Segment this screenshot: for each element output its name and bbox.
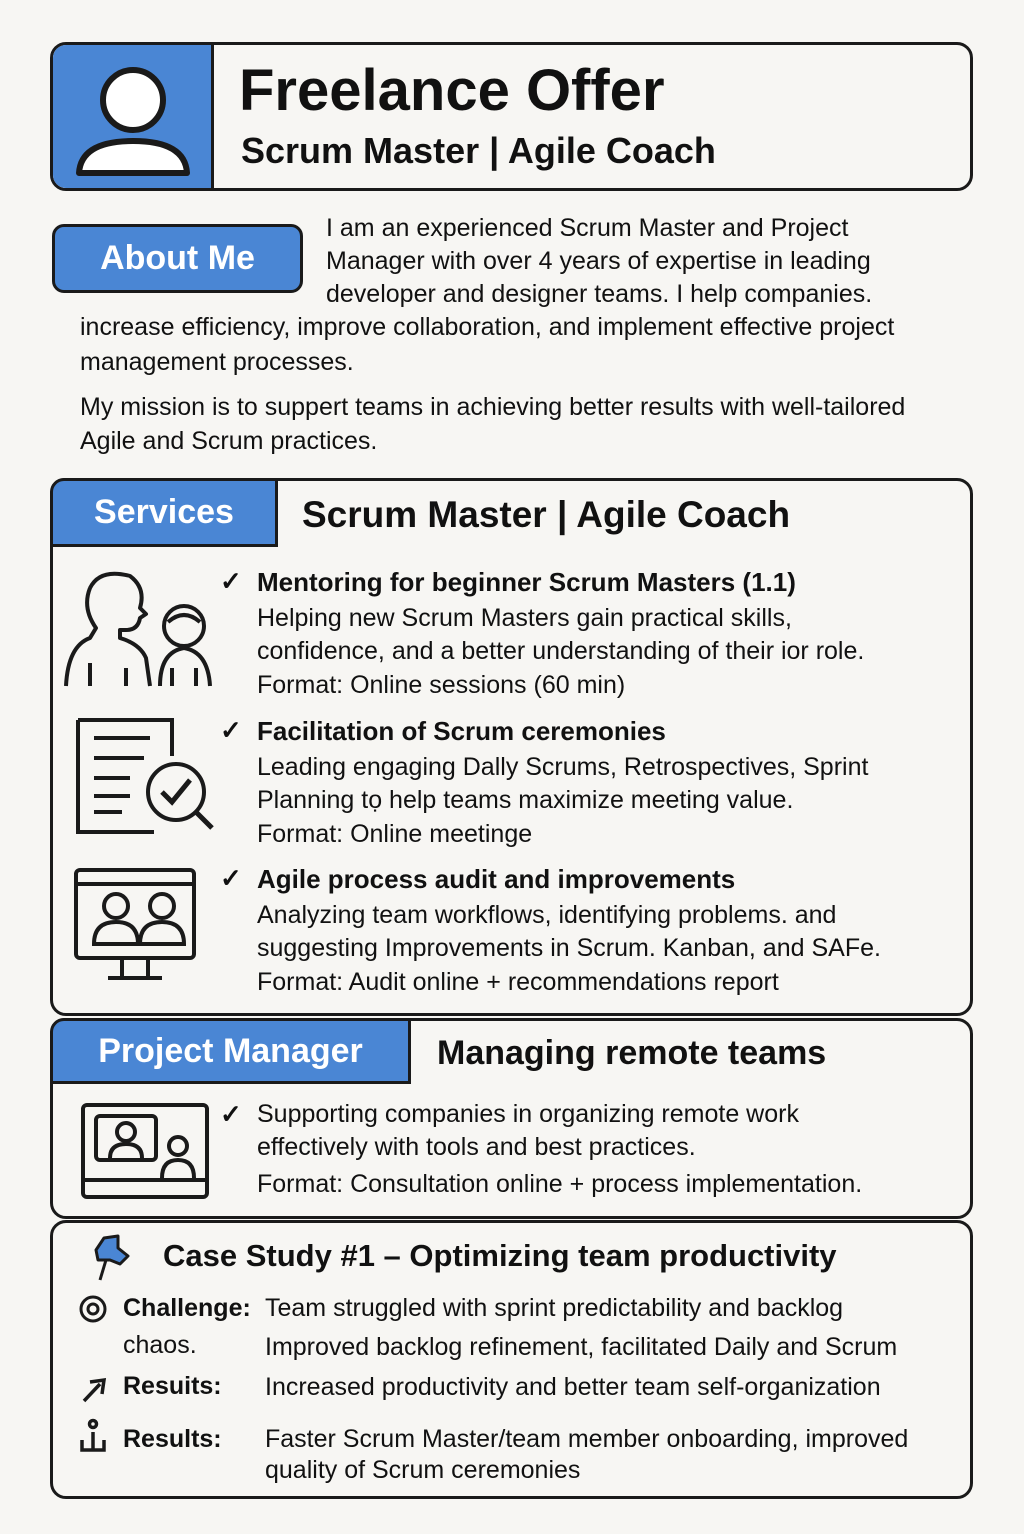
case-study-title: Case Study #1 – Optimizing team producti… <box>163 1238 837 1273</box>
service-desc-line: Helping new Scrum Masters gain practical… <box>257 604 792 632</box>
service-desc-line: suggesting Improvements in Scrum. Kanban… <box>257 934 881 962</box>
video-call-monitor-icon <box>74 868 196 980</box>
results-label: Resuits: <box>123 1372 222 1400</box>
page-title: Freelance Offer <box>239 58 665 123</box>
header-card: Freelance Offer Scrum Master | Agile Coa… <box>50 42 973 191</box>
pushpin-icon <box>94 1234 130 1281</box>
document-search-icon <box>76 718 214 834</box>
page-subtitle: Scrum Master | Agile Coach <box>241 130 716 171</box>
service-desc-line: Leading engaging Dally Scrums, Retrospec… <box>257 753 869 781</box>
services-title: Scrum Master | Agile Coach <box>302 494 791 535</box>
avatar <box>53 45 214 188</box>
about-text-line: Manager with over 4 years of expertise i… <box>326 247 871 275</box>
mission-text-line: My mission is to suppert teams in achiev… <box>80 393 906 421</box>
project-manager-title: Managing remote teams <box>437 1034 827 1072</box>
service-desc-line: confidence, and a better understanding o… <box>257 637 865 665</box>
mentoring-people-icon <box>64 571 212 687</box>
check-icon: ✓ <box>220 566 242 596</box>
results-text: Increased productivity and better team s… <box>265 1373 881 1401</box>
check-icon: ✓ <box>220 863 242 893</box>
check-icon: ✓ <box>220 715 242 745</box>
service-desc-line: Planning tọ help teams maximize meeting … <box>257 786 794 814</box>
challenge-text: Team struggled with sprint predictabilit… <box>265 1294 844 1322</box>
pm-desc-line: effectively with tools and best practice… <box>257 1133 696 1161</box>
about-text-line: management processes. <box>80 348 354 376</box>
service-title: Agile process audit and improvements <box>257 864 736 894</box>
service-title: Mentoring for beginner Scrum Masters (1.… <box>257 567 796 597</box>
solution-text: Improved backlog refinement, facilitated… <box>265 1333 898 1361</box>
rocket-arrow-icon <box>82 1377 107 1403</box>
project-manager-section <box>50 1018 973 1219</box>
service-format: Format: Audit online + recommendations r… <box>257 968 779 996</box>
pm-format: Format: Consultation online + process im… <box>257 1170 863 1198</box>
about-me-label: About Me <box>52 224 303 293</box>
about-text-line: increase efficiency, improve collaborati… <box>80 313 895 341</box>
about-text-line: I am an experienced Scrum Master and Pro… <box>326 214 849 242</box>
services-section <box>50 478 973 1016</box>
project-manager-label: Project Manager <box>50 1018 411 1084</box>
challenge-continuation: chaos. <box>123 1331 197 1359</box>
service-desc-line: Analyzing team workflows, identifying pr… <box>257 901 837 929</box>
anchor-icon <box>80 1418 106 1452</box>
remote-meeting-icon <box>81 1103 209 1199</box>
service-format: Format: Online meetinge <box>257 820 533 848</box>
services-label: Services <box>50 478 278 547</box>
results-text-line: Faster Scrum Master/team member onboardi… <box>265 1425 909 1453</box>
challenge-label: Challenge: <box>123 1294 251 1322</box>
check-icon: ✓ <box>220 1099 242 1129</box>
pm-desc-line: Supporting companies in organizing remot… <box>257 1100 799 1128</box>
results-label: Results: <box>123 1425 222 1453</box>
service-title: Facilitation of Scrum ceremonies <box>257 716 666 746</box>
results-text-line: quality of Scrum ceremonies <box>265 1456 581 1484</box>
target-icon <box>79 1295 107 1323</box>
user-icon <box>76 67 190 176</box>
case-study-section <box>50 1220 973 1499</box>
service-format: Format: Online sessions (60 min) <box>257 671 626 699</box>
about-text-line: developer and designer teams. I help com… <box>326 280 873 308</box>
mission-text-line: Agile and Scrum practices. <box>80 427 378 455</box>
